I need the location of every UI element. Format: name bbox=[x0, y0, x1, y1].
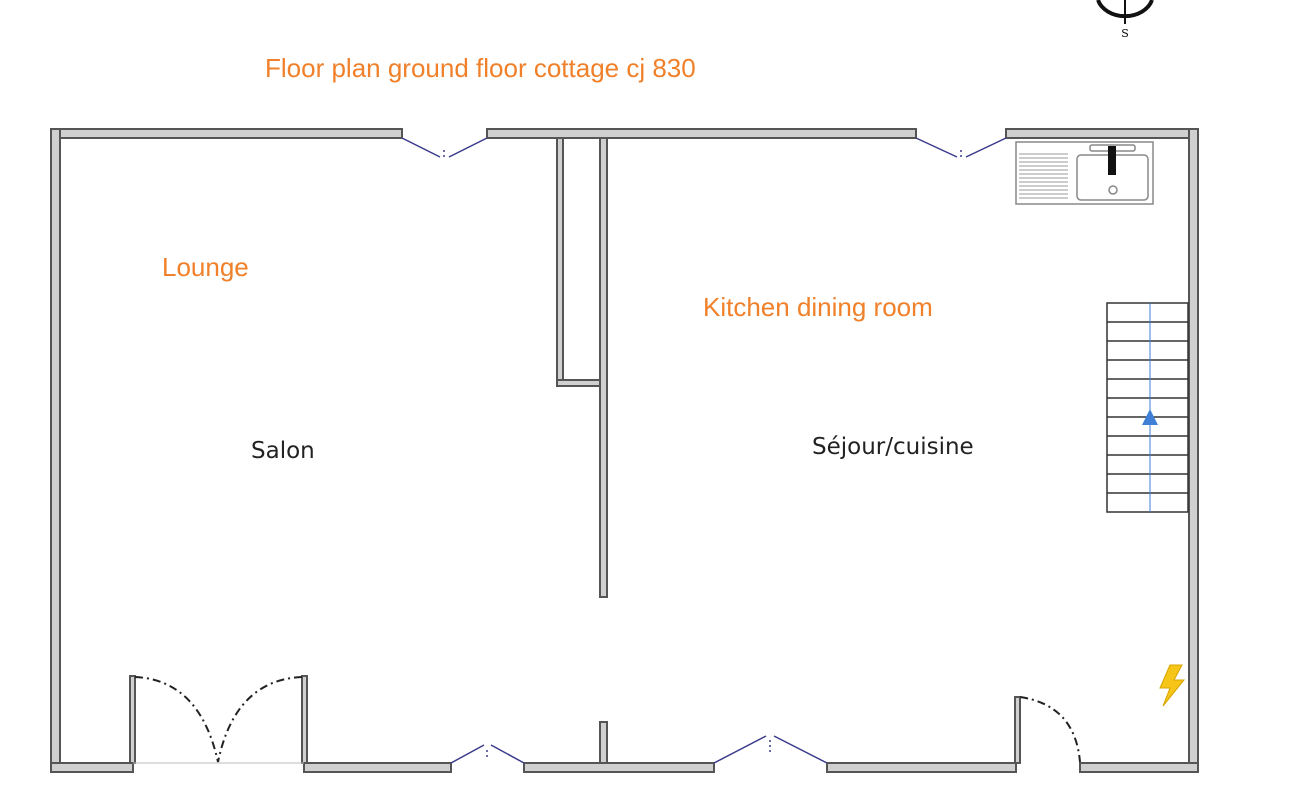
kitchen-sink bbox=[1015, 141, 1154, 205]
electricity-icon bbox=[1159, 664, 1186, 707]
door-post bbox=[1014, 696, 1021, 764]
room-label-salon: Salon bbox=[251, 438, 315, 464]
wall-bottom bbox=[1079, 762, 1199, 773]
compass: S bbox=[1096, 0, 1154, 40]
wall-bottom bbox=[303, 762, 452, 773]
walls bbox=[50, 128, 1199, 773]
room-label-kitchen: Kitchen dining room bbox=[703, 292, 933, 322]
plan-title: Floor plan ground floor cottage cj 830 bbox=[265, 53, 696, 83]
partition-wall bbox=[556, 379, 601, 387]
partition-wall bbox=[599, 137, 608, 598]
compass-south-label: S bbox=[1121, 27, 1129, 40]
partition-wall bbox=[556, 137, 564, 387]
wall-left bbox=[50, 128, 61, 773]
wall-top bbox=[1005, 128, 1199, 139]
wall-right bbox=[1188, 128, 1199, 773]
staircase bbox=[1106, 302, 1189, 513]
stair-arrow-icon bbox=[1142, 409, 1158, 425]
wall-bottom bbox=[50, 762, 134, 773]
room-label-sejour: Séjour/cuisine bbox=[812, 434, 974, 460]
wall-top bbox=[50, 128, 403, 139]
room-label-lounge: Lounge bbox=[162, 252, 249, 282]
wall-bottom bbox=[826, 762, 1017, 773]
windows bbox=[401, 137, 1007, 764]
wall-bottom bbox=[523, 762, 715, 773]
wall-top bbox=[486, 128, 917, 139]
door-post bbox=[301, 675, 308, 764]
door-post bbox=[129, 675, 136, 764]
partition-stub bbox=[599, 721, 608, 764]
doors bbox=[133, 676, 1081, 764]
